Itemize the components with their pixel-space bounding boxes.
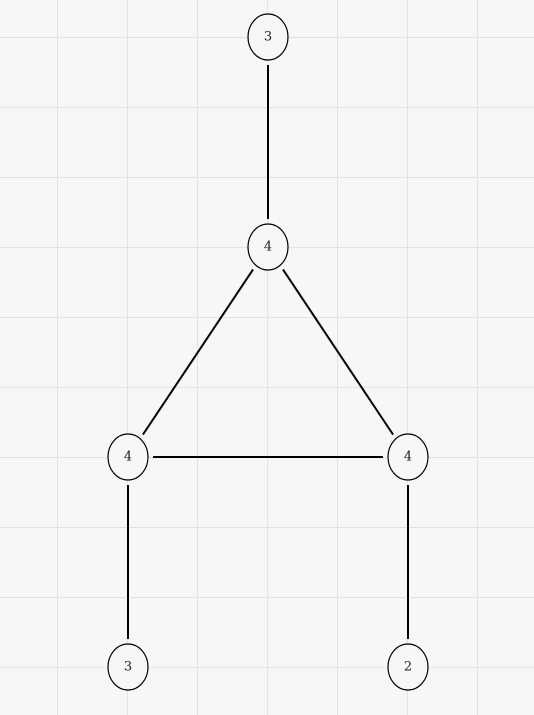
node-circle (387, 643, 429, 691)
node-label: 4 (404, 450, 412, 465)
graph-node: 2 (387, 643, 429, 691)
node-label: 2 (404, 660, 412, 675)
graph-node: 3 (247, 13, 289, 61)
node-label: 3 (124, 660, 132, 675)
node-circle (107, 433, 149, 481)
graph-node: 4 (107, 433, 149, 481)
graph-node: 3 (107, 643, 149, 691)
node-circle (247, 223, 289, 271)
node-circle (247, 13, 289, 61)
node-label: 4 (264, 240, 272, 255)
edge-n1-n2 (142, 268, 254, 436)
edge-n1-n3 (282, 268, 394, 436)
node-label: 3 (264, 30, 272, 45)
graph-node: 4 (387, 433, 429, 481)
graph-node: 4 (247, 223, 289, 271)
node-circle (387, 433, 429, 481)
node-circle (107, 643, 149, 691)
nodes-layer: 3 4 4 4 3 2 (107, 13, 429, 691)
node-label: 4 (124, 450, 132, 465)
edges-layer (127, 65, 409, 639)
